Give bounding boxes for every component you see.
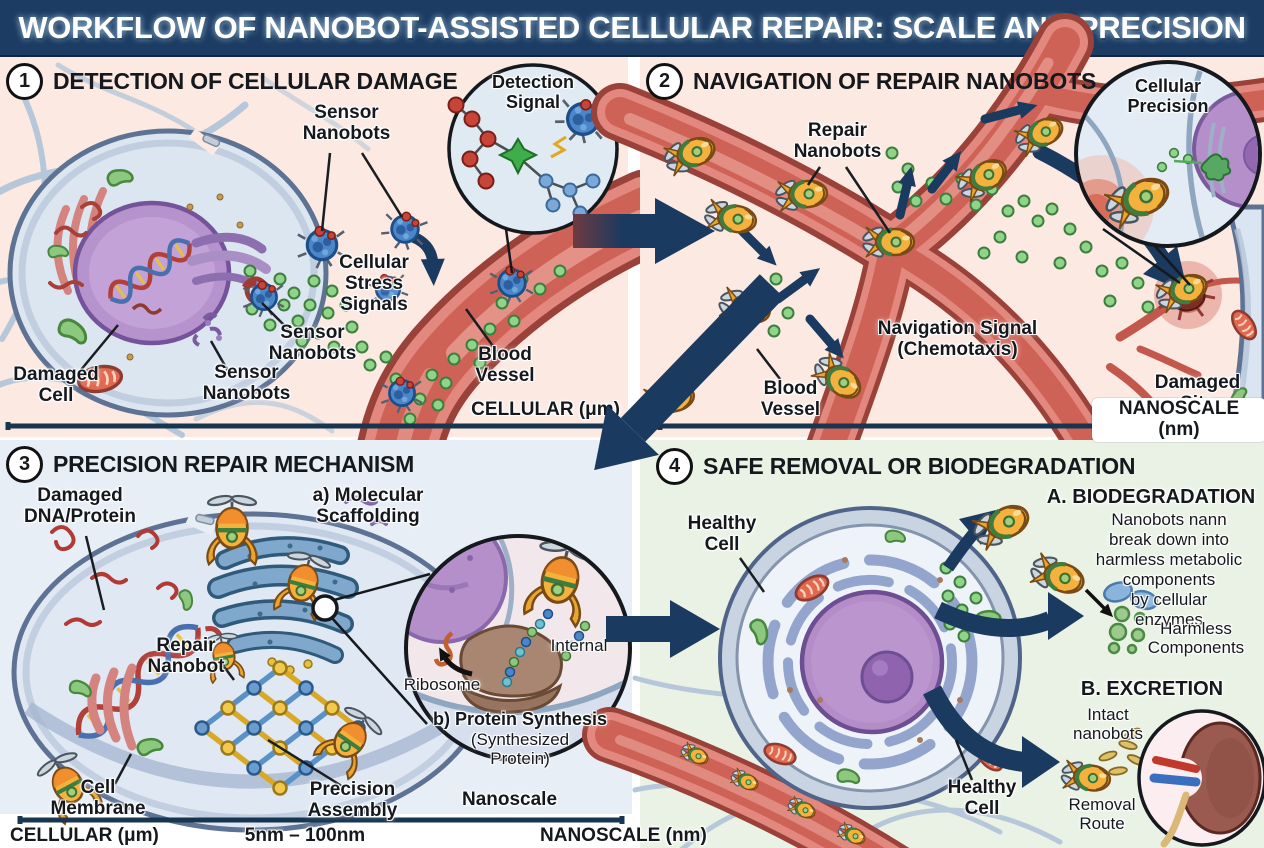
er-ribbons [87, 663, 137, 751]
bead-chain [501, 608, 591, 688]
label-scale-cellular: CELLULAR (μm) [471, 399, 620, 420]
panel2-title: NAVIGATION OF REPAIR NANOBOTS [693, 68, 1097, 94]
panel1-title: DETECTION OF CELLULAR DAMAGE [53, 68, 458, 94]
label-scale-range: 5nm – 100nm [244, 825, 366, 846]
panel4-header: 4 SAFE REMOVAL OR BIODEGRADATION [656, 448, 1135, 485]
molecule-green-star [497, 137, 539, 176]
pointer-lines [79, 152, 500, 372]
kidney-inset [1137, 709, 1264, 848]
label-excretion-title: B. EXCRETION [1080, 678, 1224, 700]
pointer-lines [84, 535, 346, 790]
label-cell-membrane: Cell Membrane [50, 777, 146, 819]
step-number-badge: 4 [656, 448, 693, 485]
label-repair-nanobots: Repair Nanobots [793, 120, 882, 162]
panel-removal: 4 SAFE REMOVAL OR BIODEGRADATION Healthy… [582, 440, 1264, 848]
label-harmless-components: Harmless Components [1147, 619, 1245, 657]
label-repair-nanobot: Repair Nanobot [147, 635, 225, 677]
label-internal: Internal [550, 636, 608, 655]
panel4-illustration [582, 440, 1264, 848]
healthy-cell [718, 506, 1022, 810]
panel3-illustration [0, 440, 632, 833]
step-number-badge: 1 [6, 63, 43, 100]
label-removal-route: Removal Route [1068, 795, 1136, 833]
panel-navigation: 2 NAVIGATION OF REPAIR NANOBOTS Cellular… [591, 13, 1264, 486]
renal-vein [1149, 773, 1201, 787]
label-scale-nanoscale: NANOSCALE (nm) [1092, 398, 1264, 442]
panel1-header: 1 DETECTION OF CELLULAR DAMAGE [6, 63, 458, 100]
scale-bar [5, 422, 623, 430]
label-intact-nanobots: Intact nanobots [1073, 705, 1143, 743]
step-number-badge: 2 [646, 63, 683, 100]
label-ribosome: Ribosome [403, 675, 481, 694]
panel3-title: PRECISION REPAIR MECHANISM [53, 451, 415, 477]
label-biodegradation-title: A. BIODEGRADATION [1046, 486, 1256, 508]
label-cellular-precision: Cellular Precision [1127, 76, 1209, 116]
panel3-header: 3 PRECISION REPAIR MECHANISM [6, 446, 414, 483]
pointer-lines [738, 557, 974, 781]
cellular-precision-inset [1074, 60, 1262, 286]
blood-vessel [582, 707, 910, 848]
label-healthy-cell-bottom: Healthy Cell [947, 777, 1017, 819]
repair-cell [11, 495, 493, 833]
dna-helix [108, 238, 192, 304]
panel2-header: 2 NAVIGATION OF REPAIR NANOBOTS [646, 63, 1096, 100]
label-damaged-cell: Damaged Cell [13, 364, 99, 406]
protein-synthesis-inset [404, 534, 632, 762]
label-precision-assembly: Precision Assembly [307, 779, 398, 821]
label-molecular-scaffolding: a) Molecular Scaffolding [312, 485, 424, 527]
panel2-illustration [591, 13, 1264, 486]
label-healthy-cell-top: Healthy Cell [687, 513, 757, 555]
label-biodegradation-text: Nanobots nann break down into harmless m… [1095, 510, 1243, 630]
label-blood-vessel: Blood Vessel [760, 378, 821, 420]
label-blood-vessel: Blood Vessel [475, 344, 535, 386]
harmless-components [1103, 581, 1158, 655]
step-number-badge: 3 [6, 446, 43, 483]
label-sensor-nanobots-bottom: Sensor Nanobots [202, 362, 291, 404]
label-detection-signal: Detection Signal [491, 72, 574, 112]
label-synthesized-protein: (Synthesized Protein) [470, 730, 570, 768]
molecule-red-atoms [447, 96, 497, 190]
ureter [1160, 791, 1190, 848]
label-protein-synthesis: b) Protein Synthesis [432, 709, 608, 729]
label-scale-nanoscale: NANOSCALE (nm) [540, 825, 707, 846]
detection-signal-inset [447, 63, 619, 274]
label-damaged-dna-protein: Damaged DNA/Protein [24, 485, 136, 527]
label-scale-cellular: CELLULAR (μm) [10, 825, 159, 846]
panel4-title: SAFE REMOVAL OR BIODEGRADATION [703, 453, 1136, 479]
nucleolus [860, 650, 914, 704]
exit-arrows [923, 510, 1084, 788]
label-nanoscale-caption: Nanoscale [461, 789, 558, 810]
renal-artery [1152, 756, 1200, 773]
panel-repair: 3 PRECISION REPAIR MECHANISM Damaged DNA… [0, 440, 707, 848]
breakdown-arrow [1084, 588, 1114, 618]
damaged-cell [7, 128, 329, 418]
damaged-protein-squiggles [50, 525, 179, 627]
damaged-fragments [192, 312, 222, 347]
label-navigation-signal: Navigation Signal (Chemotaxis) [877, 318, 1038, 360]
label-cellular-stress-signals: Cellular Stress Signals [339, 252, 409, 315]
label-sensor-nanobots-mid: Sensor Nanobots [268, 322, 357, 364]
magnifier [311, 572, 431, 725]
label-sensor-nanobots-top: Sensor Nanobots [302, 102, 391, 144]
panel-detection: 1 DETECTION OF CELLULAR DAMAGE Detection… [0, 57, 691, 524]
damaged-protein-squiggles [48, 201, 103, 290]
scale-bracket [17, 816, 625, 824]
